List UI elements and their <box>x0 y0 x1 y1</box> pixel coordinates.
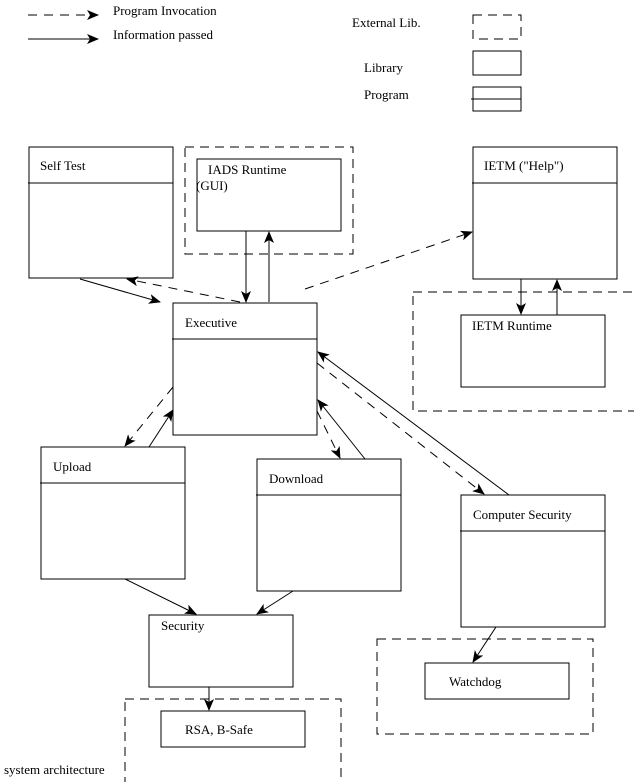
legend-program-swatch <box>471 86 522 112</box>
node-rsa-bsafe-label: RSA, B-Safe <box>185 722 253 737</box>
node-security: Security <box>148 614 294 688</box>
node-executive: Executive <box>172 302 318 436</box>
legend-invocation-label: Program Invocation <box>113 3 217 18</box>
edge-download-to-security <box>256 590 294 615</box>
legend-external-lib-swatch <box>472 14 522 40</box>
edge-executive-to-ietm-help <box>304 230 473 290</box>
node-computer-security-label: Computer Security <box>473 507 572 522</box>
node-watchdog: Watchdog <box>424 662 570 700</box>
node-download: Download <box>256 458 402 592</box>
edge-upload-to-executive <box>148 409 174 448</box>
node-security-label: Security <box>161 618 205 633</box>
edge-executive-to-self-test <box>126 276 241 303</box>
edge-executive-to-download <box>316 410 341 459</box>
diagram-caption: system architecture <box>4 762 105 777</box>
node-rsa-bsafe: RSA, B-Safe <box>160 710 306 748</box>
legend: Program Invocation Information passed Ex… <box>28 3 522 112</box>
node-ietm-help: IETM ("Help") <box>472 146 618 280</box>
edge-executive-to-upload <box>124 386 174 447</box>
external-lib-rsa <box>124 698 342 782</box>
legend-external-lib-label: External Lib. <box>352 15 421 30</box>
edge-self-test-to-executive <box>79 278 161 304</box>
edge-upload-to-security <box>124 578 197 615</box>
external-lib-iads <box>184 146 354 255</box>
edges <box>79 230 562 711</box>
node-upload-label: Upload <box>53 459 92 474</box>
edge-download-to-executive <box>317 399 366 460</box>
node-download-label: Download <box>269 471 324 486</box>
node-executive-label: Executive <box>185 315 237 330</box>
legend-program-label: Program <box>364 87 409 102</box>
legend-library-swatch <box>472 50 522 76</box>
node-iads-runtime: IADS Runtime (GUI) <box>196 158 342 232</box>
node-computer-security: Computer Security <box>460 494 606 628</box>
node-self-test: Self Test <box>28 146 174 279</box>
external-lib-ietm <box>412 291 634 412</box>
node-iads-runtime-label-line1: IADS Runtime <box>208 162 287 177</box>
edge-executive-to-computer-security <box>316 362 485 495</box>
node-ietm-runtime: IETM Runtime <box>460 314 606 388</box>
node-self-test-label: Self Test <box>40 158 86 173</box>
node-watchdog-label: Watchdog <box>449 674 502 689</box>
edge-computer-security-to-watchdog <box>472 626 497 663</box>
node-ietm-help-label: IETM ("Help") <box>484 158 564 173</box>
node-upload: Upload <box>40 446 186 580</box>
legend-library-label: Library <box>364 60 403 75</box>
node-iads-runtime-label-line2: (GUI) <box>196 178 228 193</box>
legend-information-label: Information passed <box>113 27 214 42</box>
external-lib-watchdog <box>376 638 594 735</box>
edge-computer-security-to-executive <box>317 351 510 496</box>
node-ietm-runtime-label: IETM Runtime <box>472 318 552 333</box>
